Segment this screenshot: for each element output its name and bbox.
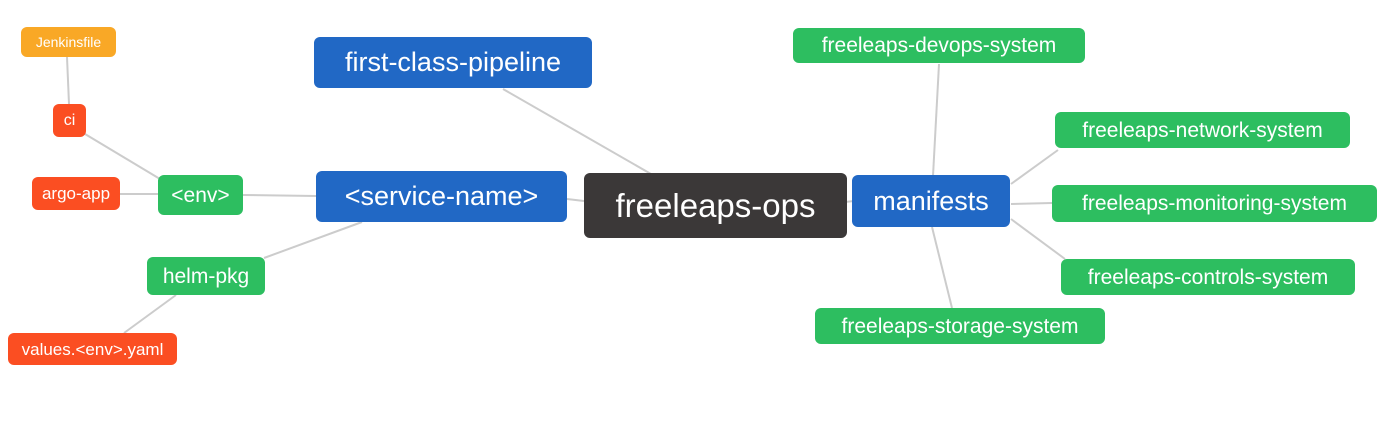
node-manifests[interactable]: manifests [852,175,1010,227]
node-freeleaps-monitoring-system[interactable]: freeleaps-monitoring-system [1052,185,1377,222]
edge-manifests-network [1010,149,1059,185]
node-values-env-yaml[interactable]: values.<env>.yaml [8,333,177,365]
node-jenkinsfile[interactable]: Jenkinsfile [21,27,116,57]
edge-manifests-storage [931,226,953,309]
node-freeleaps-controls-system[interactable]: freeleaps-controls-system [1061,259,1355,295]
edge-manifests-controls [1010,218,1066,260]
node-ci[interactable]: ci [53,104,86,137]
edge-env-service-name [242,194,317,197]
node-argo-app[interactable]: argo-app [32,177,120,210]
edge-service-name-ops [566,198,585,202]
edge-helm-pkg-values [123,294,177,334]
edge-pipeline-ops [502,88,652,175]
node-freeleaps-network-system[interactable]: freeleaps-network-system [1055,112,1350,148]
edge-ci-env [84,133,161,180]
node-freeleaps-devops-system[interactable]: freeleaps-devops-system [793,28,1085,63]
node-freeleaps-storage-system[interactable]: freeleaps-storage-system [815,308,1105,344]
edge-jenkinsfile-ci [66,56,70,105]
node-helm-pkg[interactable]: helm-pkg [147,257,265,295]
node-first-class-pipeline[interactable]: first-class-pipeline [314,37,592,88]
node-env[interactable]: <env> [158,175,243,215]
node-service-name[interactable]: <service-name> [316,171,567,222]
edge-manifests-monitoring [1010,202,1053,205]
edge-service-name-helm-pkg [263,221,363,259]
node-freeleaps-ops[interactable]: freeleaps-ops [584,173,847,238]
edge-manifests-devops [932,63,940,177]
